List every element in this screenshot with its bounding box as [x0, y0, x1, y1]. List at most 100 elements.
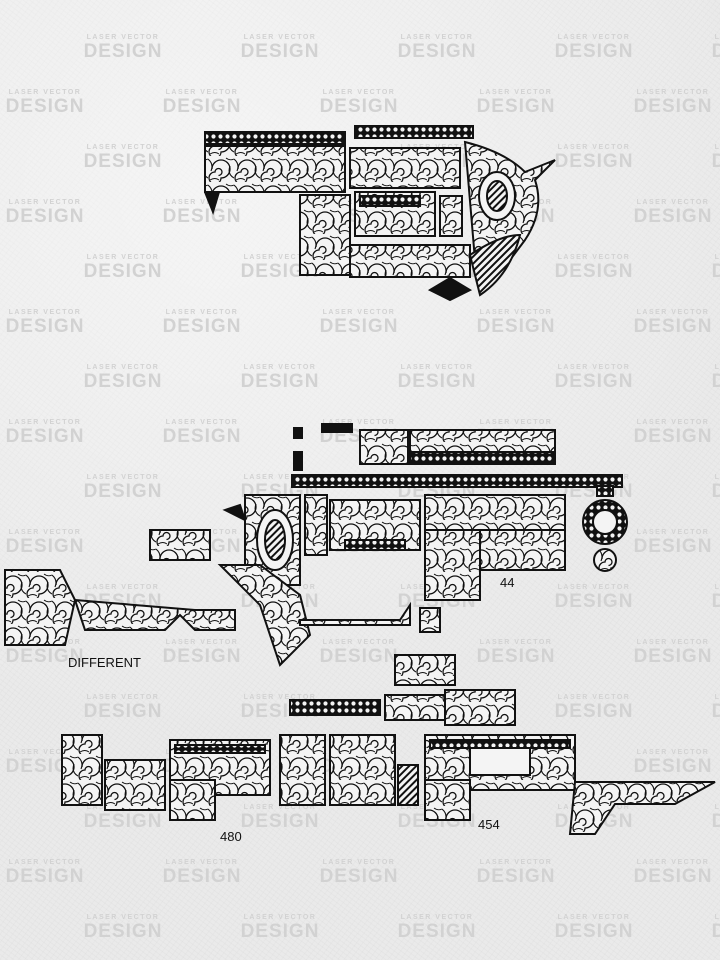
watermark-line1: LASER VECTOR	[401, 364, 474, 371]
watermark-line2: DESIGN	[712, 371, 720, 392]
watermark-line1: LASER VECTOR	[87, 34, 160, 41]
bottom-engraving-group	[61, 734, 716, 835]
watermark-line1: LASER VECTOR	[9, 749, 82, 756]
watermark-line2: DESIGN	[477, 646, 556, 667]
watermark-line1: LASER VECTOR	[9, 309, 82, 316]
watermark-line1: LASER VECTOR	[9, 529, 82, 536]
watermark-line2: DESIGN	[163, 866, 242, 887]
watermark-line2: DESIGN	[6, 426, 85, 447]
watermark-line1: LASER VECTOR	[401, 914, 474, 921]
watermark-line2: DESIGN	[634, 756, 713, 777]
watermark-line2: DESIGN	[241, 261, 320, 282]
watermark-line1: LASER VECTOR	[480, 89, 553, 96]
watermark-line1: LASER VECTOR	[9, 199, 82, 206]
watermark-line1: LASER VECTOR	[558, 584, 631, 591]
watermark-line2: DESIGN	[555, 701, 634, 722]
size-454-label: 454	[478, 817, 500, 832]
watermark-line1: LASER VECTOR	[715, 34, 720, 41]
watermark-line2: DESIGN	[712, 41, 720, 62]
watermark-line1: LASER VECTOR	[244, 474, 317, 481]
watermark-line1: LASER VECTOR	[87, 914, 160, 921]
watermark-line2: DESIGN	[163, 96, 242, 117]
watermark-line1: LASER VECTOR	[715, 254, 720, 261]
watermark-line1: LASER VECTOR	[637, 89, 710, 96]
watermark-line2: DESIGN	[320, 866, 399, 887]
watermark-line2: DESIGN	[84, 921, 163, 942]
watermark-line2: DESIGN	[163, 426, 242, 447]
middle-engraving-group	[4, 423, 628, 726]
watermark-line1: LASER VECTOR	[480, 639, 553, 646]
watermark-line2: DESIGN	[6, 536, 85, 557]
watermark-line2: DESIGN	[477, 316, 556, 337]
watermark-line1: LASER VECTOR	[87, 694, 160, 701]
watermark-line1: LASER VECTOR	[9, 859, 82, 866]
watermark-line2: DESIGN	[163, 206, 242, 227]
watermark-line2: DESIGN	[712, 151, 720, 172]
watermark-line2: DESIGN	[712, 481, 720, 502]
watermark-line1: LASER VECTOR	[166, 309, 239, 316]
watermark-line1: LASER VECTOR	[715, 584, 720, 591]
watermark-line1: LASER VECTOR	[87, 364, 160, 371]
watermark-line2: DESIGN	[477, 866, 556, 887]
watermark-line1: LASER VECTOR	[637, 859, 710, 866]
watermark-line1: LASER VECTOR	[87, 474, 160, 481]
watermark-line2: DESIGN	[555, 371, 634, 392]
size-44-label: 44	[500, 575, 515, 590]
watermark-line1: LASER VECTOR	[166, 639, 239, 646]
watermark-line1: LASER VECTOR	[558, 254, 631, 261]
watermark-line2: DESIGN	[634, 316, 713, 337]
watermark-line1: LASER VECTOR	[558, 694, 631, 701]
watermark-line2: DESIGN	[320, 316, 399, 337]
watermark-line2: DESIGN	[6, 96, 85, 117]
watermark-line2: DESIGN	[555, 921, 634, 942]
watermark-line1: LASER VECTOR	[480, 859, 553, 866]
watermark-line1: LASER VECTOR	[715, 364, 720, 371]
watermark-line2: DESIGN	[712, 591, 720, 612]
watermark-line1: LASER VECTOR	[244, 34, 317, 41]
watermark-line2: DESIGN	[634, 206, 713, 227]
watermark-line1: LASER VECTOR	[637, 309, 710, 316]
watermark-line2: DESIGN	[163, 646, 242, 667]
watermark-line2: DESIGN	[634, 866, 713, 887]
watermark-line2: DESIGN	[241, 371, 320, 392]
watermark-line1: LASER VECTOR	[637, 529, 710, 536]
watermark-line2: DESIGN	[241, 921, 320, 942]
watermark-line2: DESIGN	[6, 646, 85, 667]
top-engraving-group	[204, 125, 556, 302]
watermark-line2: DESIGN	[712, 811, 720, 832]
watermark-line2: DESIGN	[477, 96, 556, 117]
watermark-line2: DESIGN	[241, 41, 320, 62]
watermark-line1: LASER VECTOR	[244, 364, 317, 371]
watermark-line2: DESIGN	[555, 41, 634, 62]
different-label: DIFFERENT	[68, 655, 141, 670]
watermark-line1: LASER VECTOR	[637, 749, 710, 756]
watermark-line1: LASER VECTOR	[715, 914, 720, 921]
watermark-line1: LASER VECTOR	[166, 859, 239, 866]
